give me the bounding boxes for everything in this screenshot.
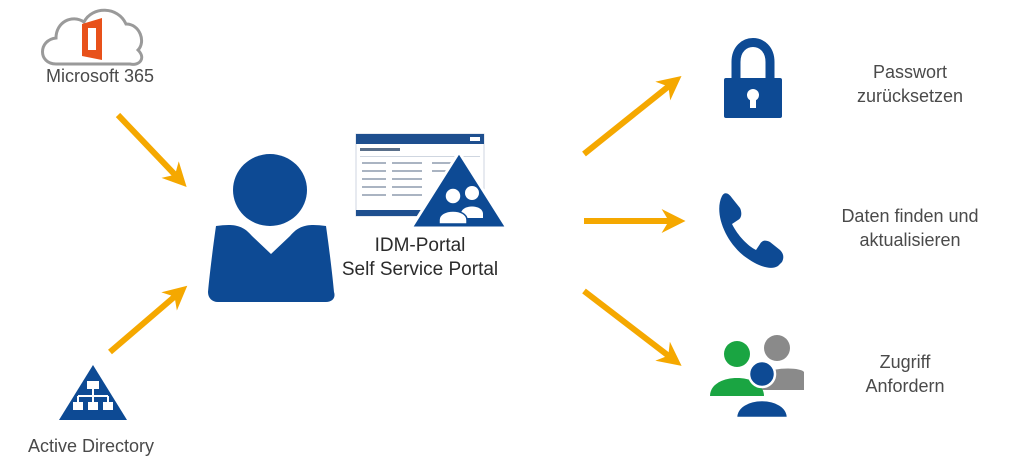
user-group-icon [710, 335, 804, 420]
feature-data-label: Daten finden und aktualisieren [841, 206, 979, 250]
arrow-m365-to-user [115, 112, 187, 187]
network-triangle-icon [59, 365, 127, 420]
portal-users-triangle-icon [409, 150, 509, 230]
microsoft365-label: Microsoft 365 [45, 66, 155, 86]
office-cloud-icon [41, 8, 144, 66]
feature-access-label: Zugriff Anfordern [865, 352, 945, 396]
active-directory-label: Active Directory [27, 436, 155, 456]
portal-title: IDM-Portal Self Service Portal [341, 235, 499, 280]
user-silhouette-icon [208, 154, 335, 302]
feature-password-label: Passwort zurücksetzen [856, 62, 964, 106]
arrows [108, 76, 686, 366]
arrow-ad-to-user [108, 285, 188, 355]
arrow-portal-to-password [582, 76, 682, 157]
arrow-portal-to-access [582, 288, 682, 366]
padlock-icon [724, 38, 782, 118]
phone-icon [719, 193, 784, 268]
